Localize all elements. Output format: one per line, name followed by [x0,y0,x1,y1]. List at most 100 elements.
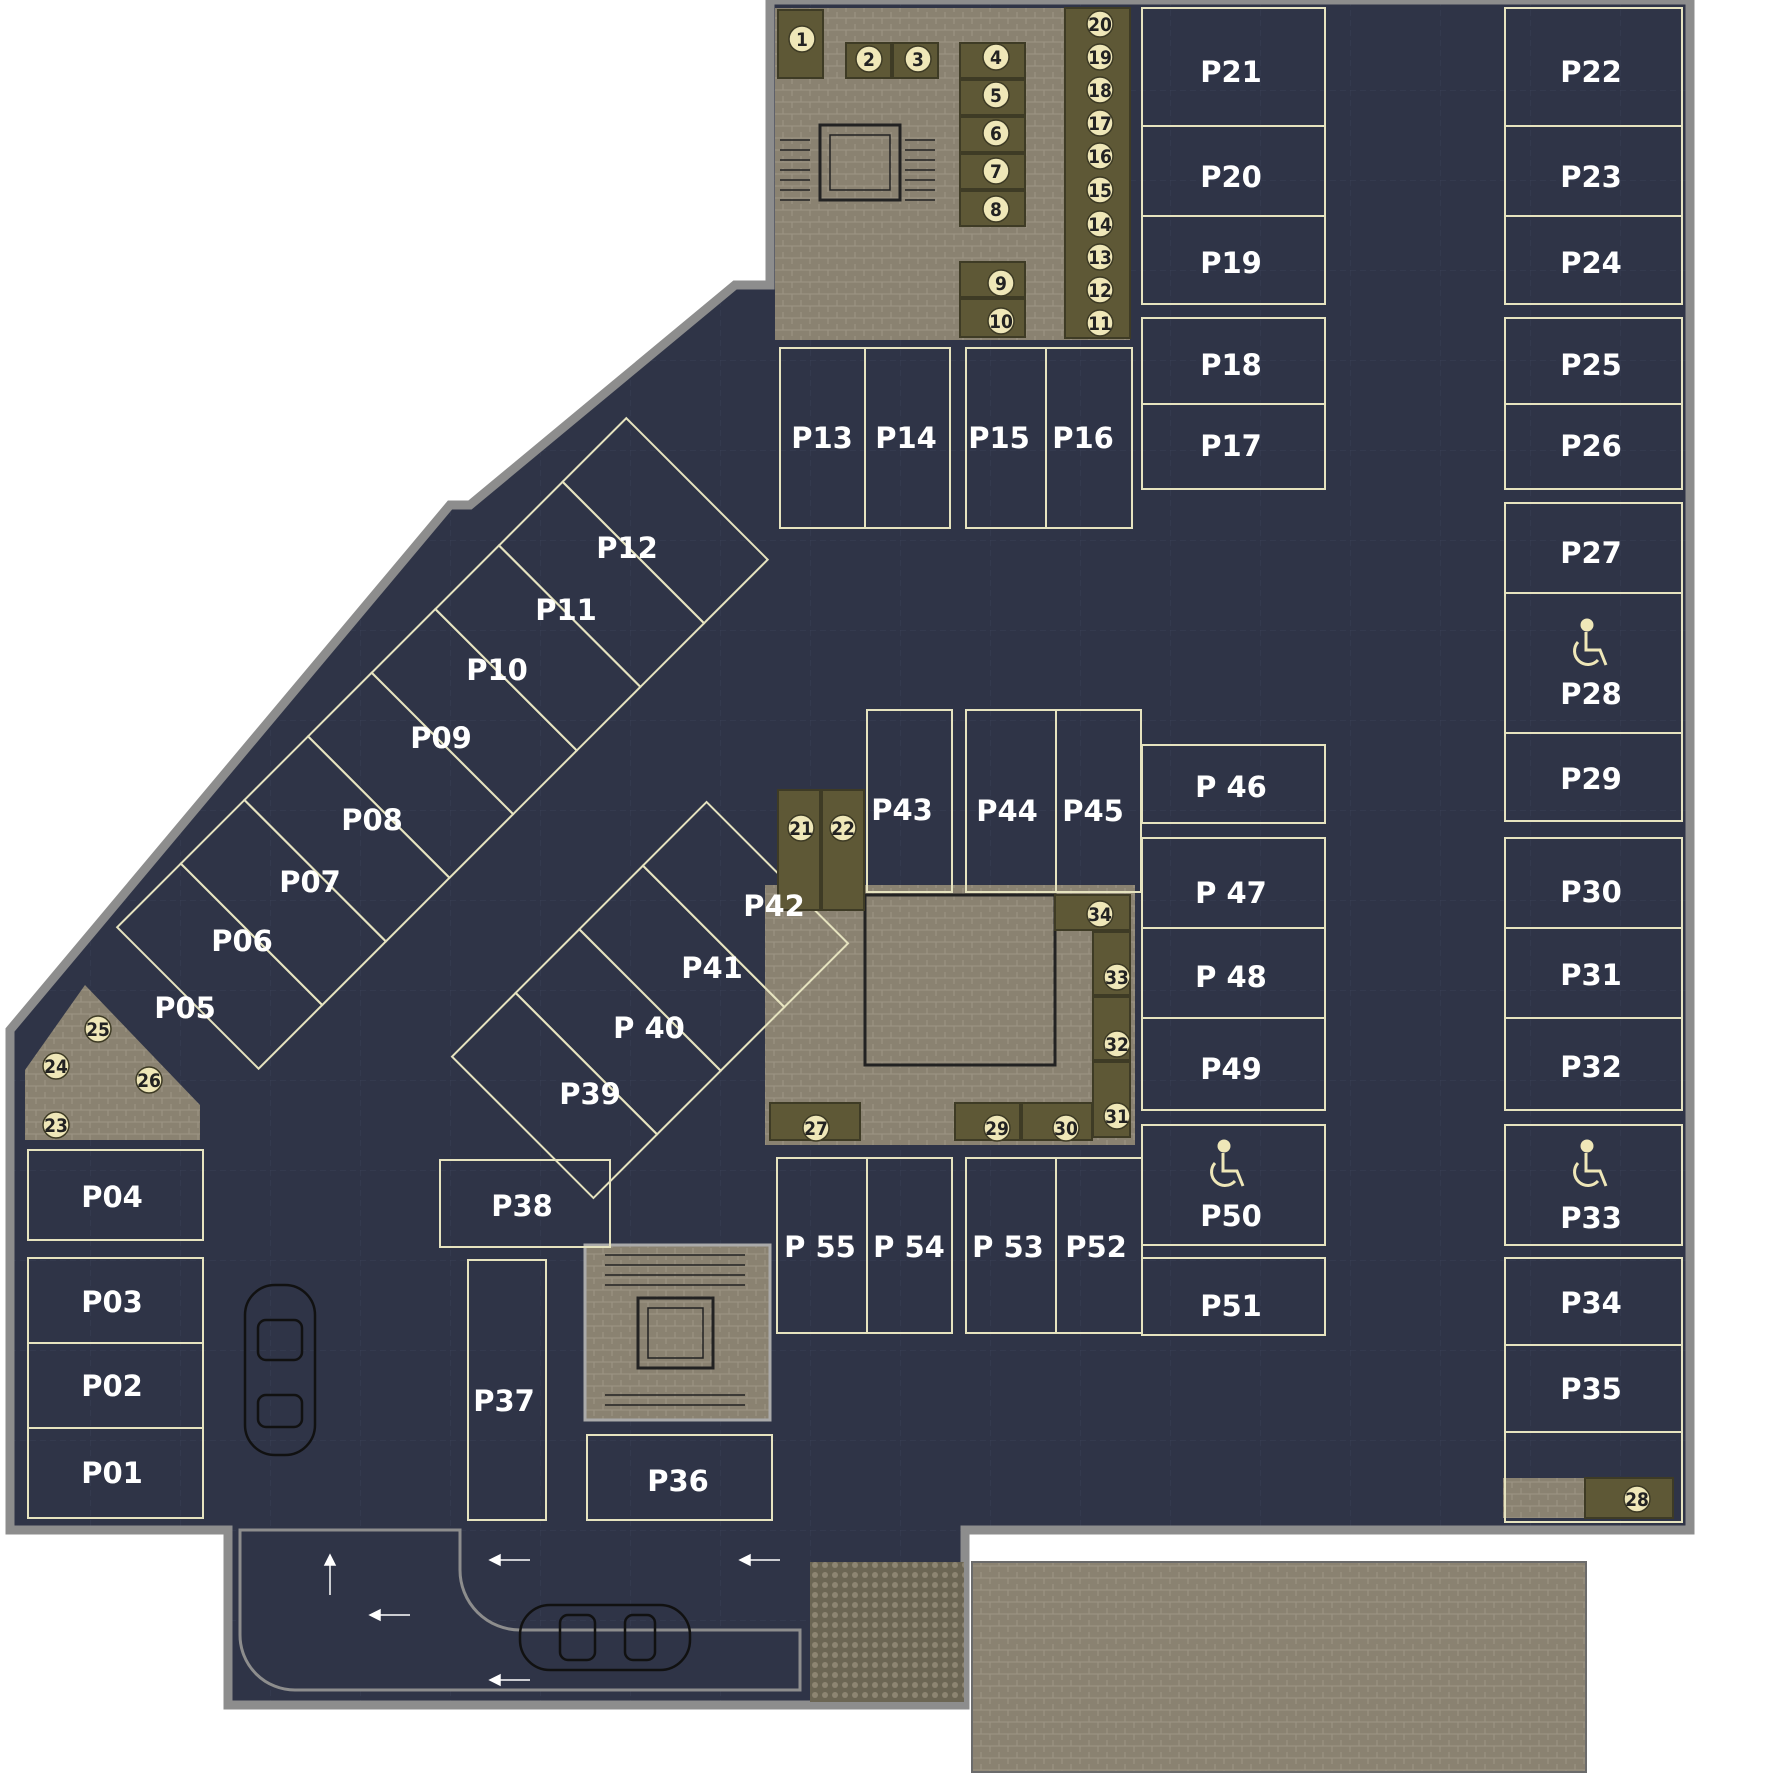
storage-unit-1: 1 [788,25,816,53]
storage-unit-10: 10 [987,307,1015,335]
parking-slot-p05: P05 [154,991,216,1025]
storage-unit-number: 31 [1105,1106,1129,1128]
arrow-icon [323,1553,780,1687]
storage-unit-marker [1086,276,1114,304]
storage-unit-number: 32 [1105,1034,1129,1056]
storage-unit-30: 30 [1052,1114,1080,1142]
storage-unit-number: 24 [44,1056,68,1078]
parking-slot-p30: P30 [1560,875,1622,909]
parking-slot-p36: P36 [647,1464,709,1498]
storage-unit-number: 9 [995,273,1007,295]
storage-unit-marker [802,1114,830,1142]
parking-slot-p15: P15 [968,421,1030,455]
storage-unit-14: 14 [1086,210,1114,238]
storage-unit-number: 13 [1088,247,1112,269]
storage-unit-marker [1103,1102,1131,1130]
storage-unit-marker [788,25,816,53]
storage-area-west [25,985,200,1140]
parking-slot-p48: P 48 [1195,960,1267,994]
storage-unit-number: 26 [137,1070,161,1092]
storage-unit-24: 24 [42,1052,70,1080]
storage-unit-number: 16 [1088,146,1112,168]
parking-slot-p54: P 54 [873,1230,945,1264]
storage-unit-marker [1086,43,1114,71]
parking-slot-p51: P51 [1200,1289,1262,1323]
storage-unit-marker [982,81,1010,109]
parking-slot-p20: P20 [1200,160,1262,194]
parking-slot-p04: P04 [81,1180,143,1214]
storage-unit-marker [987,269,1015,297]
ramp [238,1528,802,1692]
parking-slot-p43: P43 [871,793,933,827]
parking-slot-p49: P49 [1200,1052,1262,1086]
storage-unit-9: 9 [987,269,1015,297]
parking-slot-p50: P50 [1200,1199,1262,1233]
locker-boxes [769,7,1674,1519]
storage-unit-marker [1086,10,1114,38]
storage-unit-number: 8 [990,199,1002,221]
parking-slot-p45: P45 [1062,794,1124,828]
parking-slot-p31: P31 [1560,958,1622,992]
parking-slot-p41: P41 [681,951,743,985]
storage-unit-marker [982,157,1010,185]
storage-unit-16: 16 [1086,142,1114,170]
storage-unit-number: 20 [1088,14,1112,36]
storage-unit-marker [1086,210,1114,238]
parking-slot-p44: P44 [976,794,1038,828]
storage-unit-marker [982,119,1010,147]
storage-unit-number: 29 [985,1118,1009,1140]
parking-slot-p06: P06 [211,924,273,958]
storage-unit-6: 6 [982,119,1010,147]
storage-unit-marker [982,195,1010,223]
storage-unit-number: 2 [863,49,875,71]
storage-unit-marker [135,1066,163,1094]
storage-unit-marker [1086,76,1114,104]
storage-unit-29: 29 [983,1114,1011,1142]
storage-unit-number: 12 [1088,280,1112,302]
storage-unit-4: 4 [982,43,1010,71]
parking-slot-p24: P24 [1560,246,1622,280]
parking-slot-p14: P14 [875,421,937,455]
elevator-icon [636,123,1057,1370]
storage-unit-number: 22 [831,818,855,840]
storage-unit-7: 7 [982,157,1010,185]
storage-unit-20: 20 [1086,10,1114,38]
parking-slot-p25: P25 [1560,348,1622,382]
storage-unit-23: 23 [42,1111,70,1139]
parking-slot-p40: P 40 [613,1011,685,1045]
parking-slot-p55: P 55 [784,1230,856,1264]
storage-unit-number: 18 [1088,80,1112,102]
parking-slot-p17: P17 [1200,429,1262,463]
storage-unit-marker [1086,900,1114,928]
storage-unit-marker [1103,963,1131,991]
storage-unit-marker [1052,1114,1080,1142]
storage-unit-number: 11 [1088,313,1112,335]
parking-slot-p01: P01 [81,1456,143,1490]
storage-unit-marker [1086,176,1114,204]
parking-slot-p19: P19 [1200,246,1262,280]
storage-unit-number: 34 [1088,904,1112,926]
storage-unit-33: 33 [1103,963,1131,991]
storage-unit-number: 17 [1088,113,1112,135]
storage-unit-marker [1086,109,1114,137]
storage-unit-marker [987,307,1015,335]
storage-unit-27: 27 [802,1114,830,1142]
storage-unit-number: 5 [990,85,1002,107]
stair-icon [605,139,935,1406]
parking-slot-p21: P21 [1200,55,1262,89]
parking-slot-p23: P23 [1560,160,1622,194]
storage-unit-marker [1086,309,1114,337]
storage-unit-11: 11 [1086,309,1114,337]
parking-slot-p52: P52 [1065,1230,1127,1264]
storage-unit-17: 17 [1086,109,1114,137]
storage-unit-31: 31 [1103,1102,1131,1130]
storage-unit-number: 28 [1625,1489,1649,1511]
storage-unit-22: 22 [829,814,857,842]
storage-unit-number: 6 [990,123,1002,145]
car-icon [243,1283,692,1672]
storage-unit-marker [42,1111,70,1139]
storage-unit-3: 3 [904,45,932,73]
